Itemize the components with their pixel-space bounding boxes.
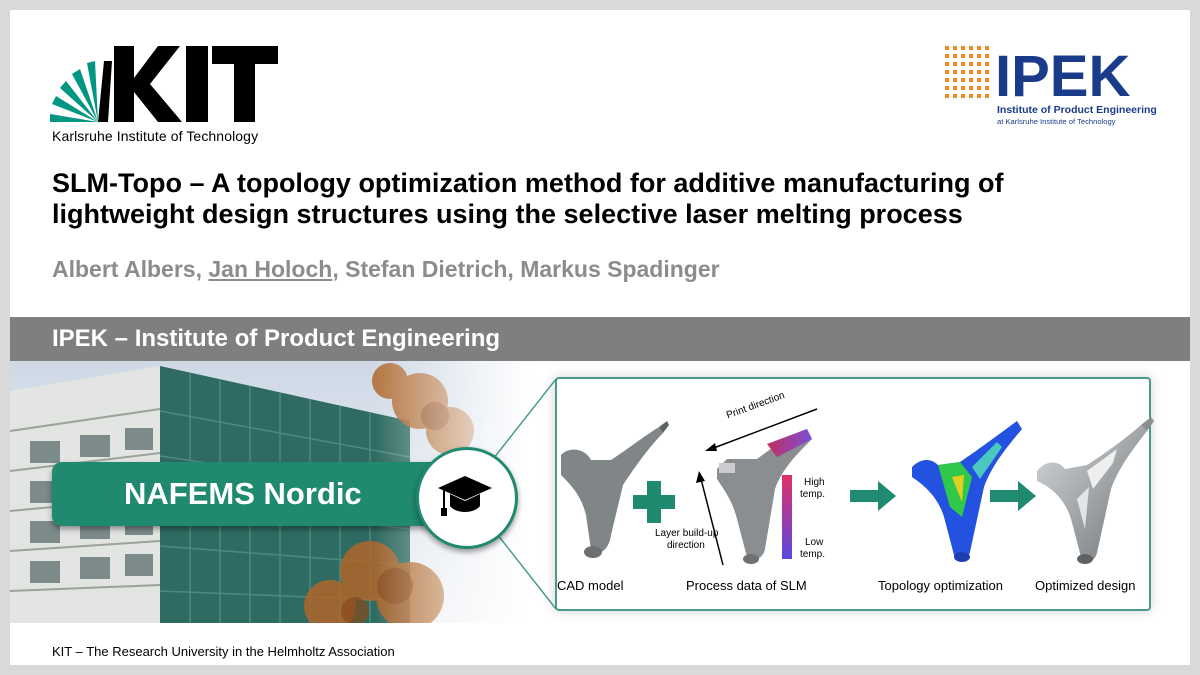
graduation-cap-icon	[438, 476, 492, 516]
topology-part	[912, 421, 1022, 562]
ipek-subtitle: Institute of Product Engineering	[997, 104, 1157, 116]
topology-label: Topology optimization	[878, 578, 1004, 593]
nafems-banner: NAFEMS Nordic	[52, 462, 442, 526]
high-temp-label-1: High	[804, 477, 825, 488]
title-line-2: lightweight design structures using the …	[52, 199, 963, 229]
slide: Karlsruhe Institute of Technology IPEK I…	[10, 10, 1190, 665]
ipek-wordmark: IPEK	[995, 44, 1130, 109]
low-temp-label-1: Low	[805, 537, 824, 548]
optimized-label: Optimized design	[1035, 578, 1136, 593]
arrow-right-icon	[850, 481, 896, 511]
page-title: SLM-Topo – A topology optimization metho…	[52, 168, 1152, 230]
arrow-right-icon	[990, 481, 1036, 511]
title-line-1: SLM-Topo – A topology optimization metho…	[52, 168, 1004, 198]
print-direction-arrow	[705, 408, 818, 451]
nafems-title: NAFEMS Nordic	[124, 476, 362, 511]
plus-icon	[633, 481, 675, 523]
kit-logo	[50, 46, 278, 122]
author-1: Albert Albers,	[52, 256, 209, 282]
layer-direction-arrow	[696, 471, 724, 566]
ipek-logo: IPEK Institute of Product Engineering at…	[945, 44, 1157, 126]
authors: Albert Albers, Jan Holoch, Stefan Dietri…	[52, 256, 720, 283]
low-temp-label-2: temp.	[800, 549, 826, 560]
author-3: , Stefan Dietrich, Markus Spadinger	[332, 256, 720, 282]
band-title: IPEK – Institute of Product Engineering	[52, 325, 501, 352]
process-panel: CAD model Print direction	[555, 377, 1154, 611]
cad-model-part	[561, 421, 669, 558]
footer-url[interactable]: www.kit.edu	[1022, 626, 1167, 654]
connector-lines	[489, 378, 557, 610]
institute-band: IPEK – Institute of Product Engineering	[10, 317, 1190, 361]
layer-label-1: Layer build-up	[655, 528, 719, 539]
high-temp-label-2: temp.	[800, 489, 826, 500]
temperature-scale	[782, 475, 792, 559]
footer-tagline: KIT – The Research University in the Hel…	[52, 644, 395, 659]
slm-label: Process data of SLM	[686, 578, 807, 593]
kit-subtitle: Karlsruhe Institute of Technology	[52, 128, 259, 144]
ipek-subtitle2: at Karlsruhe Institute of Technology	[997, 117, 1116, 126]
optimized-part	[1037, 417, 1154, 564]
author-2-presenter: Jan Holoch	[208, 256, 333, 282]
layer-label-2: direction	[667, 540, 705, 551]
cad-label: CAD model	[557, 578, 624, 593]
slm-process-part	[717, 429, 812, 564]
